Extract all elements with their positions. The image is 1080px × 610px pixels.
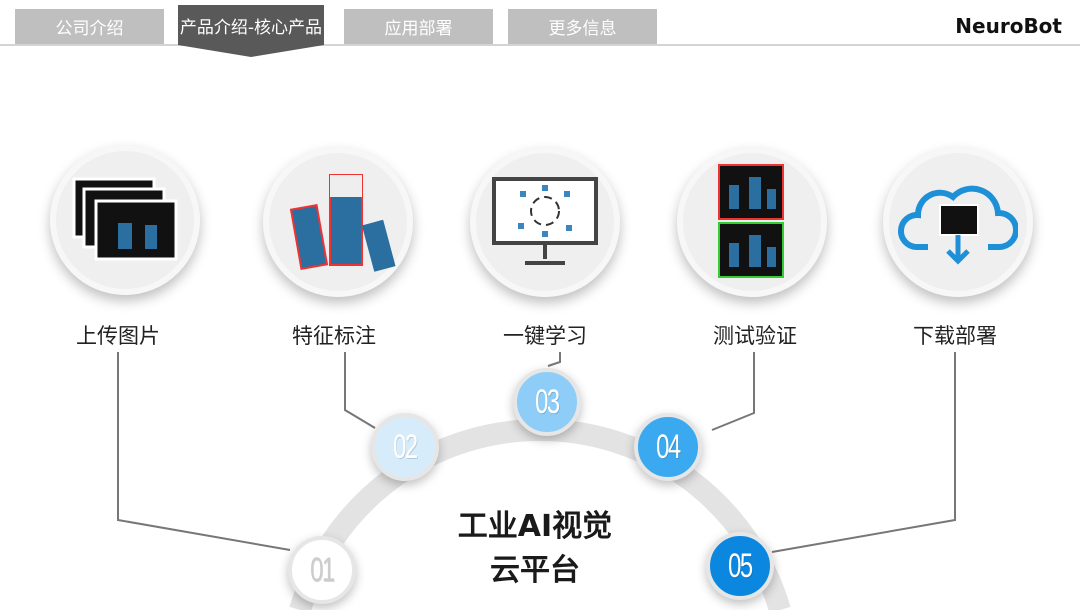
step-number-01: 01 [288, 536, 356, 604]
step-number-03: 03 [513, 368, 581, 436]
step-number-02: 02 [371, 413, 439, 481]
tab-more-info[interactable]: 更多信息 [508, 9, 657, 44]
step-label-upload: 上传图片 [76, 324, 160, 348]
tab-company[interactable]: 公司介绍 [15, 9, 164, 44]
platform-title-line2: 云平台 [490, 553, 580, 588]
cloud-download-icon [898, 185, 1018, 265]
neurobot-logo: NeuroBot [955, 14, 1062, 38]
connector-01 [117, 352, 291, 551]
connector-03 [547, 352, 561, 367]
step-label-learn: 一键学习 [503, 324, 587, 348]
connector-02 [344, 352, 376, 429]
step-upload-circle [50, 145, 200, 295]
platform-title: 工业AI视觉 云平台 [430, 505, 640, 593]
step-deploy-circle [883, 147, 1033, 297]
monitor-learning-icon [492, 176, 598, 265]
connector-05 [771, 352, 956, 553]
step-label-test: 测试验证 [713, 324, 797, 348]
header-divider [0, 44, 1080, 46]
step-number-05: 05 [706, 532, 774, 600]
step-label-annotate: 特征标注 [292, 324, 376, 348]
test-verify-icon [718, 164, 784, 278]
tab-products[interactable]: 产品介绍-核心产品 [178, 5, 324, 57]
step-test-circle [677, 147, 827, 297]
images-icon [72, 177, 178, 261]
step-learn-circle [470, 147, 620, 297]
platform-title-line1: 工业AI视觉 [457, 509, 613, 544]
connector-04 [711, 352, 755, 431]
step-number-04: 04 [634, 413, 702, 481]
step-label-deploy: 下载部署 [913, 324, 997, 348]
step-annotate-circle [263, 147, 413, 297]
tab-deployment[interactable]: 应用部署 [344, 9, 493, 44]
annotate-icon [289, 174, 396, 272]
